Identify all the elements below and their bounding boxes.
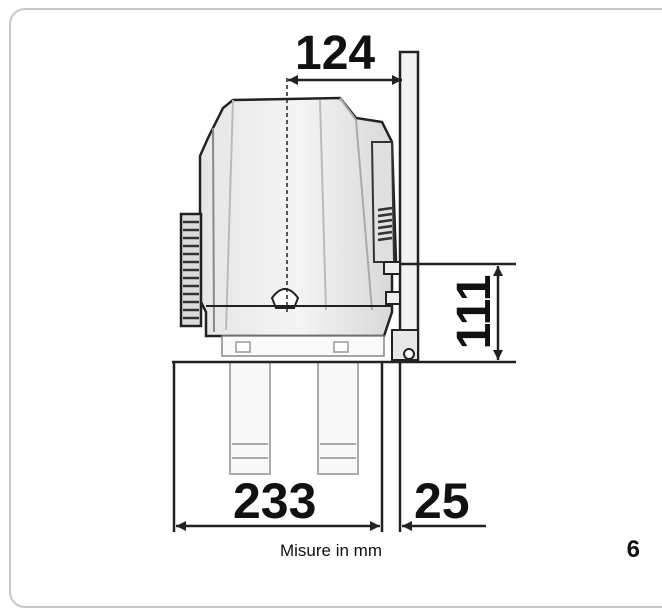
foundation-legs [229, 361, 359, 475]
dimension-label-bottom-right: 25 [414, 473, 470, 529]
figure-number: 6 [626, 536, 640, 563]
wall-panel [391, 50, 420, 362]
figure-caption: Misure in mm [279, 541, 382, 560]
technical-drawing [172, 50, 516, 532]
base-plate [221, 335, 385, 357]
dimension-label-top: 124 [295, 27, 376, 80]
dimension-label-vertical: 111 [448, 274, 501, 350]
dimension-lines [172, 78, 516, 532]
dimension-arrows [176, 75, 503, 531]
dimension-label-bottom-left: 233 [233, 473, 317, 529]
motor-body [179, 96, 401, 338]
